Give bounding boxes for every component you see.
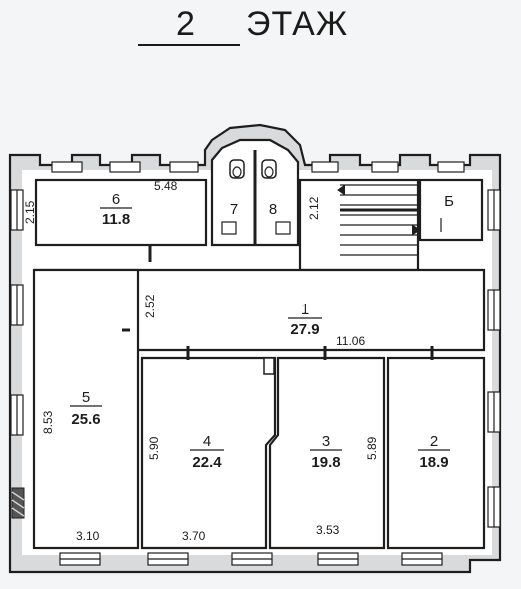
dim-8-53: 8.53 <box>41 410 55 434</box>
left-windows <box>10 189 25 519</box>
room-5-number: 5 <box>82 389 90 406</box>
dim-2-12: 2.12 <box>307 196 321 220</box>
room-5-area: 25.6 <box>71 411 100 428</box>
dimension-labels: 2.15 5.48 2.12 2.52 11.06 8.53 5.90 5.89… <box>23 179 379 543</box>
watermark-line2: KLYUCH <box>195 287 321 318</box>
room-7-number: 7 <box>230 201 238 218</box>
right-windows <box>487 189 501 528</box>
room-6-area: 11.8 <box>102 211 130 228</box>
dim-3-53: 3.53 <box>316 523 340 537</box>
room-2-number: 2 <box>430 433 438 450</box>
room-4-area: 22.4 <box>192 454 222 471</box>
floor-title: 2 ЭТАЖ <box>138 5 348 46</box>
dim-2-15: 2.15 <box>23 200 37 224</box>
room-6-number: 6 <box>112 191 120 208</box>
room-b-number: Б <box>444 193 454 210</box>
door-marks <box>122 245 434 375</box>
room-2-area: 18.9 <box>419 454 448 471</box>
dim-3-10: 3.10 <box>76 529 100 543</box>
floor-word: ЭТАЖ <box>246 5 348 43</box>
dim-2-52: 2.52 <box>143 294 157 318</box>
room-3-area: 19.8 <box>311 454 340 471</box>
room-8-number: 8 <box>269 201 277 218</box>
room-3-number: 3 <box>322 433 330 450</box>
room-4-number: 4 <box>203 433 211 450</box>
room-4 <box>140 356 277 550</box>
room-b <box>418 178 484 242</box>
room-5 <box>32 268 140 550</box>
watermark: OFFICEPOD KLYUCH <box>195 271 321 318</box>
room-1-area: 27.9 <box>290 321 319 338</box>
floor-number: 2 <box>176 5 196 43</box>
room-2 <box>386 356 486 550</box>
staircase <box>298 178 421 272</box>
watermark-line1: OFFICEPOD <box>204 271 312 290</box>
room-3 <box>268 356 386 550</box>
room-6 <box>34 178 208 247</box>
room-1-number: 1 <box>301 301 309 318</box>
dim-3-70: 3.70 <box>182 529 206 543</box>
dim-5-48: 5.48 <box>154 179 178 193</box>
wc-block <box>210 138 300 247</box>
room-labels: 6 11.8 7 8 Б 1 27.9 5 25.6 4 22.4 3 19.8… <box>70 191 454 471</box>
top-windows <box>51 161 465 173</box>
dim-5-90: 5.90 <box>147 436 161 460</box>
bottom-windows <box>59 552 443 566</box>
dim-11-06: 11.06 <box>336 334 365 348</box>
dim-5-89: 5.89 <box>365 436 379 460</box>
